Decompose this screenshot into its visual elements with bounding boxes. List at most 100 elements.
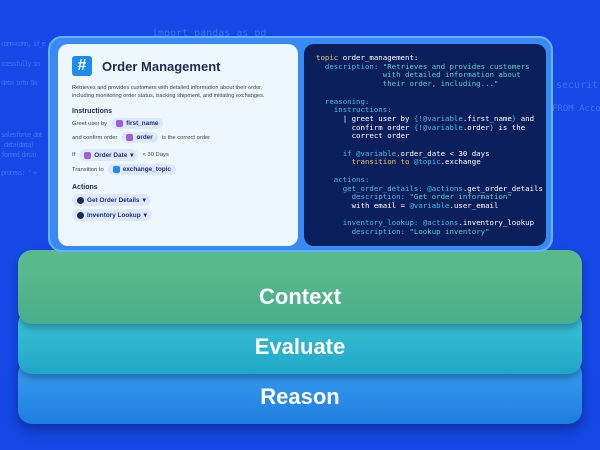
exchange-topic-pill[interactable]: exchange_topic xyxy=(107,164,176,175)
code-token: is the xyxy=(494,122,526,132)
code-token: their order, including..." xyxy=(316,79,499,89)
topic-card: # Order Management Retrieves and provides… xyxy=(58,44,298,246)
code-line: with detailed information about xyxy=(316,71,534,80)
order-pill[interactable]: order xyxy=(121,132,158,143)
code-token: confirm order xyxy=(316,122,414,132)
context-label: Context xyxy=(259,284,341,309)
code-token: } xyxy=(489,122,494,132)
reason-label: Reason xyxy=(260,384,340,409)
code-token: {!@variable xyxy=(413,113,463,123)
code-line: description: "Lookup inventory" xyxy=(316,227,534,237)
code-line: correct order xyxy=(316,131,534,141)
caret-down-icon: ▾ xyxy=(142,197,146,204)
code-token: .first_name xyxy=(462,113,512,123)
topic-icon xyxy=(112,166,120,173)
order-date-dropdown[interactable]: Order Date▾ xyxy=(79,149,139,161)
correct-text: is the correct order xyxy=(161,134,211,141)
code-token: topic xyxy=(316,53,343,62)
code-token: order_management: xyxy=(342,53,419,62)
pill-label: Inventory Lookup xyxy=(87,211,141,219)
code-token: with detailed information about xyxy=(316,70,521,80)
code-token: .inventory_lookup xyxy=(458,218,535,228)
code-token: .order xyxy=(462,122,490,132)
code-line: description: "Get order information" xyxy=(316,192,534,202)
pill-label: order xyxy=(136,134,153,141)
bg-code: salesforce_dat xyxy=(1,131,43,139)
pill-label: Get Order Details xyxy=(87,196,140,204)
bg-code: import pandas as pd xyxy=(152,28,267,39)
caret-down-icon: ▾ xyxy=(143,212,147,219)
code-token: actions: xyxy=(316,174,370,184)
code-token: .order_date < 30 days xyxy=(396,148,490,158)
pill-label: first_name xyxy=(126,120,159,127)
code-line: transition to @topic.exchange xyxy=(316,158,534,167)
action-inventory-lookup[interactable]: Inventory Lookup▾ xyxy=(72,209,152,221)
code-token: .user_email xyxy=(449,200,499,210)
topic-description: Retrieves and provides customers with de… xyxy=(72,85,265,99)
code-token: "Get order information" xyxy=(409,192,512,202)
bg-code: formed_data) xyxy=(1,151,37,159)
code-token: with email = xyxy=(316,200,410,210)
code-line: topic order_management: xyxy=(316,53,534,63)
code-token: instructions: xyxy=(316,105,392,115)
code-token: correct order xyxy=(316,131,410,141)
code-token: and xyxy=(516,113,535,123)
code-token: inventory_lookup: @actions xyxy=(316,218,459,228)
code-line: instructions: xyxy=(316,105,534,115)
code-token: get_order_details: @actions xyxy=(316,183,463,193)
pill-label: Order Date xyxy=(94,151,128,159)
code-line: confirm order {!@variable.order} is the xyxy=(316,122,534,133)
code-token: if @variable xyxy=(316,148,397,158)
topic-title: Order Management xyxy=(102,58,221,74)
code-token: "Lookup inventory" xyxy=(409,227,490,236)
bg-code: FROM Acco xyxy=(552,104,600,114)
code-token: .exchange xyxy=(440,157,481,167)
context-layer: Context xyxy=(18,250,582,324)
evaluate-label: Evaluate xyxy=(254,334,346,359)
code-line: description: "Retrieves and provides cus… xyxy=(316,61,534,72)
bg-code: conn=conn, if_e xyxy=(1,40,46,48)
action-get-order-details[interactable]: Get Order Details▾ xyxy=(72,194,151,206)
variable-icon xyxy=(126,134,134,141)
code-line: their order, including..." xyxy=(316,79,534,89)
action-icon xyxy=(77,196,84,204)
code-token: .get_order_details xyxy=(462,183,543,193)
transition-text: Transition to xyxy=(72,166,104,173)
variable-icon xyxy=(116,120,124,127)
code-line: get_order_details: @actions.get_order_de… xyxy=(316,183,543,194)
first-name-pill[interactable]: first_name xyxy=(111,118,164,129)
code-line: inventory_lookup: @actions.inventory_loo… xyxy=(316,218,535,228)
code-panel: topic order_management: description: "Re… xyxy=(304,44,546,246)
confirm-text: and confirm order xyxy=(72,134,118,141)
bg-code: _data(data) xyxy=(1,141,34,149)
code-token: "Retrieves and provides customers xyxy=(382,61,530,71)
pill-label: exchange_topic xyxy=(122,166,171,173)
code-token: } xyxy=(511,113,517,123)
code-line: with email = @variable.user_email xyxy=(316,200,534,211)
code-token: transition to xyxy=(316,157,414,167)
bg-code: process: ' + xyxy=(1,169,37,177)
code-token: {!@variable xyxy=(413,122,463,132)
hash-icon: # xyxy=(72,56,92,76)
code-token: description: xyxy=(316,192,410,202)
code-line: reasoning: xyxy=(316,96,534,107)
instructions-heading: Instructions xyxy=(72,108,113,115)
bg-code: securit xyxy=(556,80,599,91)
bg-code: data into Sn xyxy=(1,79,37,87)
code-token: @variable xyxy=(409,200,450,210)
greet-text: Greet user by xyxy=(72,120,108,127)
bg-code: ccessfully in xyxy=(1,60,40,68)
code-token: description: xyxy=(316,61,383,71)
if-text: If xyxy=(72,152,76,158)
code-token: description: xyxy=(316,227,410,236)
code-token: @topic xyxy=(413,157,441,167)
code-line: | greet user by {!@variable.first_name} … xyxy=(316,113,535,124)
actions-heading: Actions xyxy=(72,184,98,191)
action-icon xyxy=(77,211,84,219)
code-token: reasoning: xyxy=(316,96,370,106)
code-token: | greet user by xyxy=(316,113,414,123)
caret-down-icon: ▾ xyxy=(130,152,134,159)
days-text: < 30 Days xyxy=(142,152,169,158)
code-line: actions: xyxy=(316,174,534,185)
calendar-icon xyxy=(84,151,92,159)
